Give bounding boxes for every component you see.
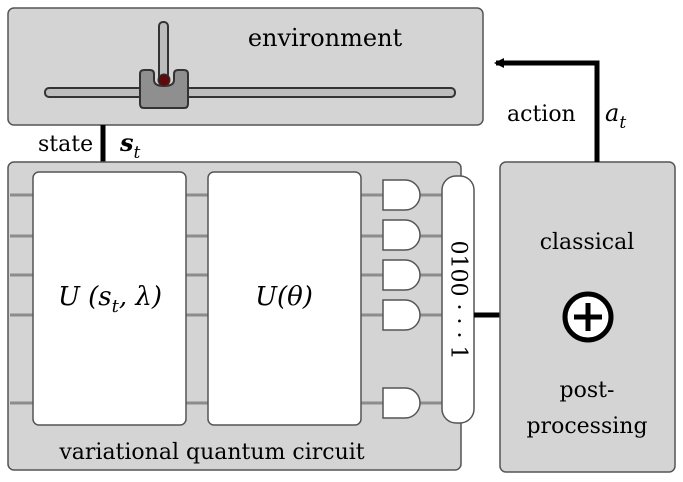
environment-label: environment bbox=[248, 24, 403, 52]
circuit-box: U (st, λ) U(θ) 0100 · · · 1 variational … bbox=[7, 161, 475, 471]
postprocessing-label-line1: post- bbox=[560, 378, 615, 403]
cartpole-icon bbox=[44, 21, 456, 109]
measurement-icon bbox=[382, 219, 421, 251]
postprocessing-box: classical post- processing bbox=[499, 161, 676, 473]
oplus-icon bbox=[562, 291, 614, 343]
action-arrow bbox=[494, 58, 600, 162]
measurement-icon bbox=[382, 179, 421, 211]
bitstring-label: 0100 · · · 1 bbox=[446, 241, 471, 360]
state-symbol: st bbox=[119, 128, 141, 163]
postprocessing-label-line2: processing bbox=[526, 414, 647, 439]
measurement-icons bbox=[382, 179, 421, 419]
action-label: action bbox=[507, 102, 576, 127]
variational-block-label: U(θ) bbox=[255, 282, 313, 312]
bitstring-box bbox=[441, 175, 475, 424]
encoding-block-label: U (st, λ) bbox=[58, 282, 162, 317]
measurement-icon bbox=[382, 299, 421, 331]
environment-box: environment bbox=[7, 7, 484, 126]
measurement-icon bbox=[382, 259, 421, 291]
postprocessing-top-label: classical bbox=[540, 230, 635, 255]
state-label: state bbox=[38, 132, 93, 157]
action-symbol: at bbox=[605, 99, 626, 133]
measurement-icon bbox=[382, 387, 421, 419]
variational-block bbox=[207, 171, 362, 426]
encoding-block bbox=[32, 171, 187, 426]
circuit-label: variational quantum circuit bbox=[58, 440, 364, 465]
